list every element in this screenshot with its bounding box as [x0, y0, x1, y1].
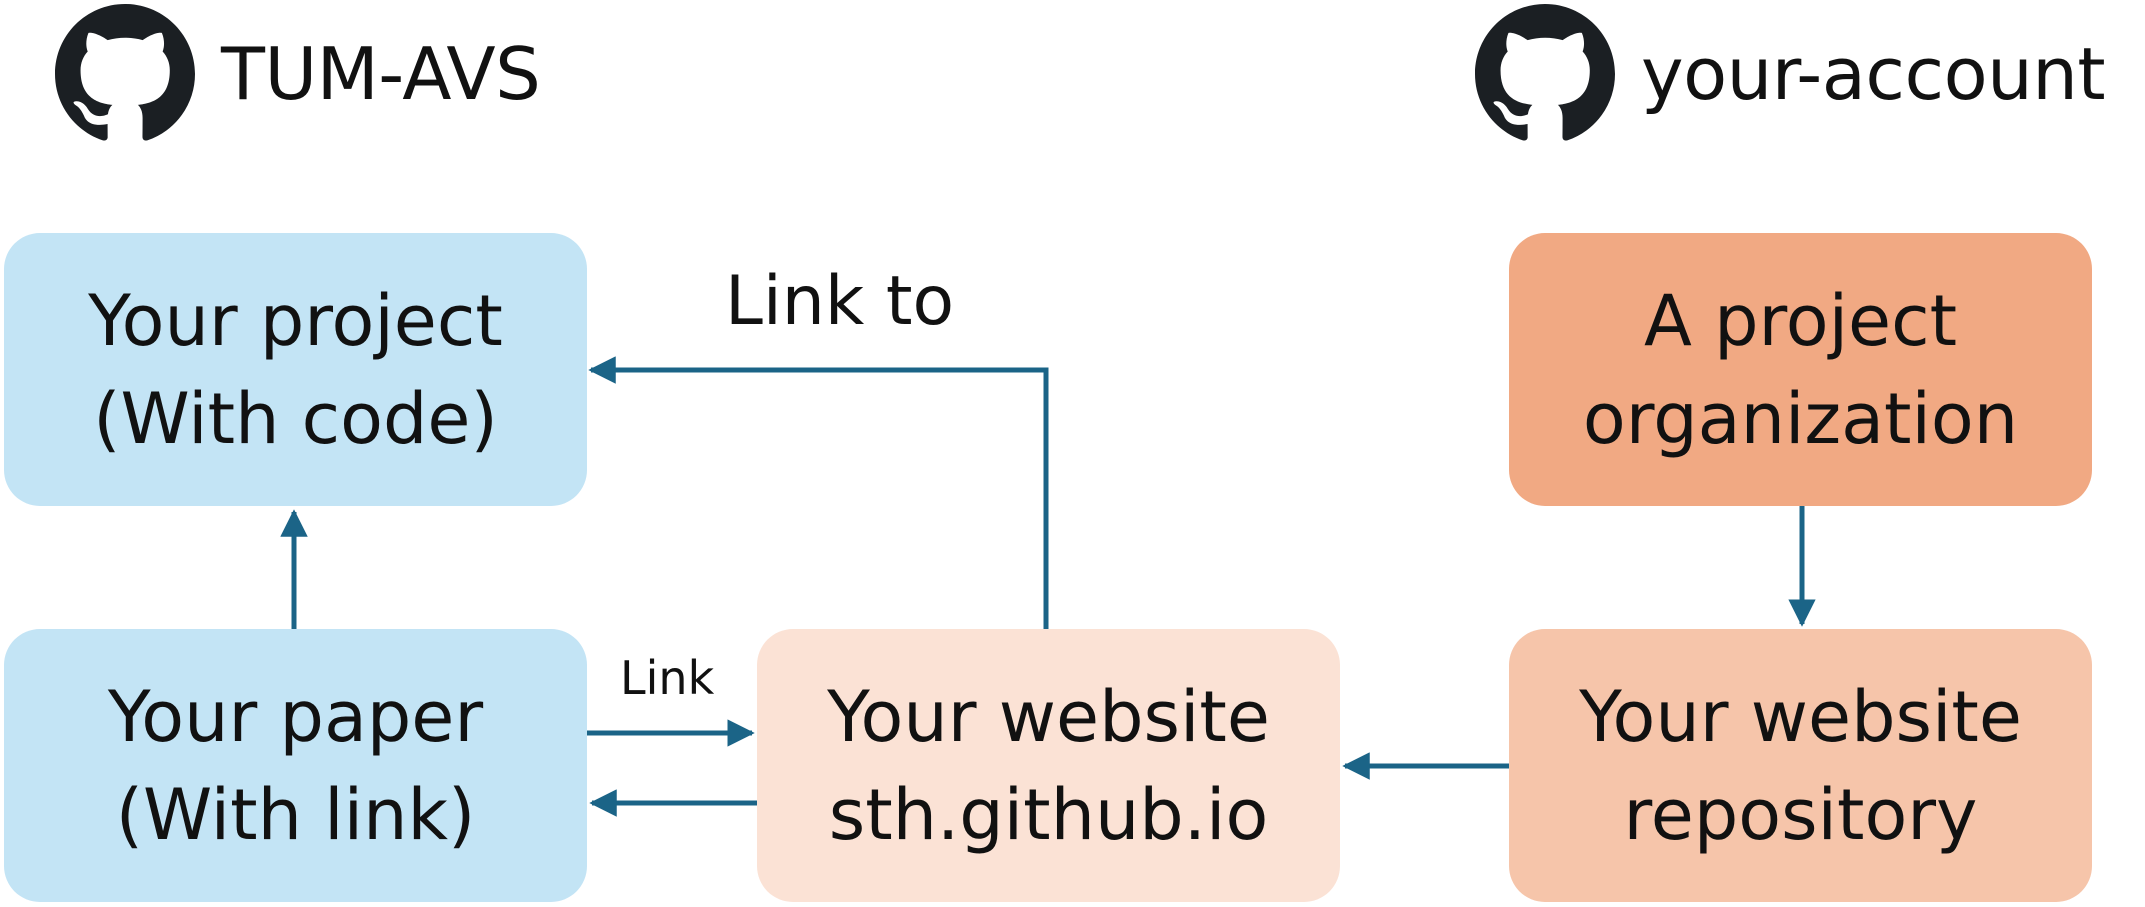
project-box: Your project (With code): [4, 233, 587, 506]
website-box-line1: Your website: [827, 675, 1270, 758]
paper-box-line2: (With link): [115, 773, 476, 856]
project-box-line1: Your project: [88, 279, 503, 362]
account-name: TUM-AVS: [221, 32, 541, 116]
repository-box-line1: Your website: [1579, 675, 2022, 758]
organization-box: A project organization: [1509, 233, 2092, 506]
account-your-account: your-account: [1475, 4, 2106, 144]
project-box-line2: (With code): [93, 377, 498, 460]
account-tum-avs: TUM-AVS: [55, 4, 541, 144]
account-name: your-account: [1641, 32, 2106, 116]
paper-box-line1: Your paper: [107, 675, 484, 758]
repository-box: Your website repository: [1509, 629, 2092, 902]
link-label: Link: [620, 651, 715, 705]
link-to-label: Link to: [725, 262, 955, 341]
arrow-website-to-project: [588, 356, 1049, 629]
repository-box-line2: repository: [1623, 773, 1978, 856]
paper-box: Your paper (With link): [4, 629, 587, 902]
github-icon: [1475, 4, 1615, 141]
website-box: Your website sth.github.io: [757, 629, 1340, 902]
github-icon: [55, 4, 195, 141]
website-box-line2: sth.github.io: [828, 773, 1269, 856]
organization-box-line2: organization: [1582, 377, 2019, 460]
organization-box-line1: A project: [1643, 279, 1958, 362]
